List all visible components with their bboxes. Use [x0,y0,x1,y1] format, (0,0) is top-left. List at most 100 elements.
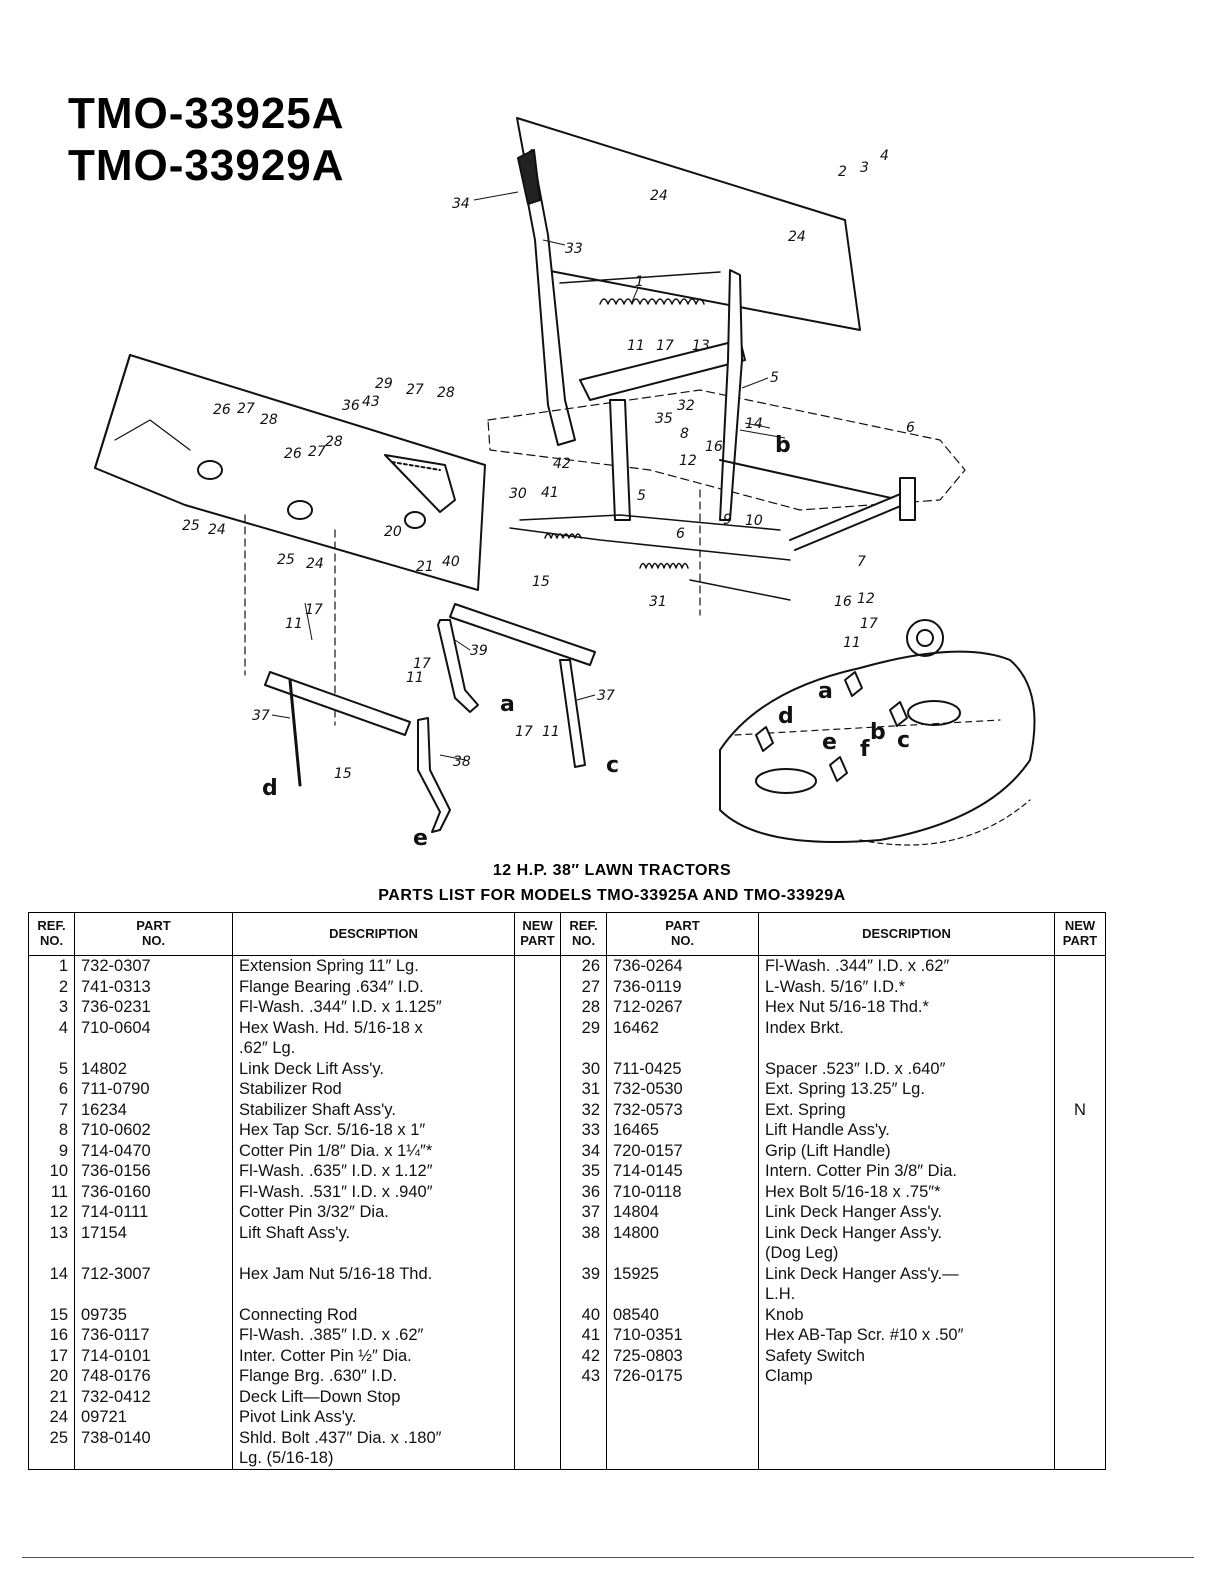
description-cell: Flange Brg. .630″ I.D. [232,1366,515,1387]
svg-text:12: 12 [679,453,697,469]
part-no-cell: 14802 [74,1058,233,1079]
part-no-cell: 711-0425 [606,1058,759,1079]
parts-list-heading: PARTS LIST FOR MODELS TMO-33925A AND TMO… [378,887,846,904]
svg-text:36: 36 [342,398,360,414]
svg-text:31: 31 [649,594,667,610]
description-cell: Stabilizer Rod [232,1079,515,1100]
ref-no-cell: 29 [560,1017,607,1059]
empty-cell [1054,1386,1106,1407]
part-no-cell: 736-0264 [606,955,759,977]
new-part-cell [1054,1140,1106,1161]
svg-text:41: 41 [541,485,559,501]
empty-cell [74,1468,233,1469]
description-cell: Link Deck Lift Ass'y. [232,1058,515,1079]
ref-no-cell: 25 [28,1427,75,1469]
svg-text:28: 28 [325,434,343,450]
part-no-cell: 710-0351 [606,1325,759,1346]
header-new-part: NEW PART [1054,912,1106,956]
part-no-cell: 725-0803 [606,1345,759,1366]
svg-text:27: 27 [237,401,255,417]
table-filler-row [28,1468,1106,1469]
svg-text:3: 3 [860,160,869,176]
ref-no-cell: 34 [560,1140,607,1161]
new-part-cell [1054,1120,1106,1141]
svg-text:17: 17 [305,602,323,618]
new-part-cell [1054,955,1106,977]
ref-no-cell: 5 [28,1058,75,1079]
ref-no-cell: 4 [28,1017,75,1059]
svg-text:2: 2 [838,164,847,180]
svg-text:d: d [262,776,278,801]
new-part-cell [514,1386,561,1407]
part-no-cell: 712-0267 [606,997,759,1018]
ref-no-cell: 28 [560,997,607,1018]
description-cell: Clamp [758,1366,1055,1387]
part-no-cell: 736-0156 [74,1161,233,1182]
empty-cell [758,1386,1055,1407]
empty-cell [606,1386,759,1407]
svg-text:42: 42 [553,456,571,472]
svg-text:28: 28 [260,412,278,428]
part-no-cell: 17154 [74,1222,233,1264]
ref-no-cell: 12 [28,1202,75,1223]
new-part-cell [514,1017,561,1059]
description-cell: Fl-Wash. .344″ I.D. x 1.125″ [232,997,515,1018]
svg-text:37: 37 [252,708,270,724]
part-no-cell: 16234 [74,1099,233,1120]
part-no-cell: 711-0790 [74,1079,233,1100]
new-part-cell [514,1345,561,1366]
svg-text:26: 26 [213,402,231,418]
part-no-cell: 710-0604 [74,1017,233,1059]
new-part-cell [514,1099,561,1120]
ref-no-cell: 8 [28,1120,75,1141]
ref-no-cell: 15 [28,1304,75,1325]
svg-text:e: e [413,826,428,851]
description-cell: Connecting Rod [232,1304,515,1325]
description-cell: Cotter Pin 3/32″ Dia. [232,1202,515,1223]
new-part-cell [1054,1079,1106,1100]
header-ref-no: REF. NO. [560,912,607,956]
svg-text:24: 24 [306,556,324,572]
ref-no-cell: 33 [560,1120,607,1141]
svg-text:d: d [778,704,794,729]
ref-no-cell: 2 [28,976,75,997]
ref-no-cell: 43 [560,1366,607,1387]
part-no-cell: 09721 [74,1407,233,1428]
description-cell: Grip (Lift Handle) [758,1140,1055,1161]
svg-text:29: 29 [375,376,393,392]
empty-cell [758,1407,1055,1428]
svg-text:24: 24 [208,522,226,538]
new-part-cell [514,1304,561,1325]
header-part-no: PART NO. [606,912,759,956]
empty-cell [28,1468,75,1469]
svg-text:17: 17 [860,616,878,632]
new-part-cell [514,1222,561,1264]
description-cell: Hex Jam Nut 5/16-18 Thd. [232,1263,515,1305]
part-no-cell: 736-0119 [606,976,759,997]
svg-text:11: 11 [843,635,861,651]
ref-no-cell: 36 [560,1181,607,1202]
empty-cell [758,1427,1055,1469]
svg-text:15: 15 [532,574,550,590]
empty-cell [758,1468,1055,1469]
part-no-cell: 732-0530 [606,1079,759,1100]
new-part-cell [514,1120,561,1141]
empty-cell [606,1407,759,1428]
description-cell: Link Deck Hanger Ass'y. (Dog Leg) [758,1222,1055,1264]
part-no-cell: 732-0412 [74,1386,233,1407]
svg-text:33: 33 [565,241,583,257]
new-part-cell [1054,1263,1106,1305]
ref-no-cell: 24 [28,1407,75,1428]
description-cell: Flange Bearing .634″ I.D. [232,976,515,997]
part-no-cell: 712-3007 [74,1263,233,1305]
new-part-cell [514,1407,561,1428]
